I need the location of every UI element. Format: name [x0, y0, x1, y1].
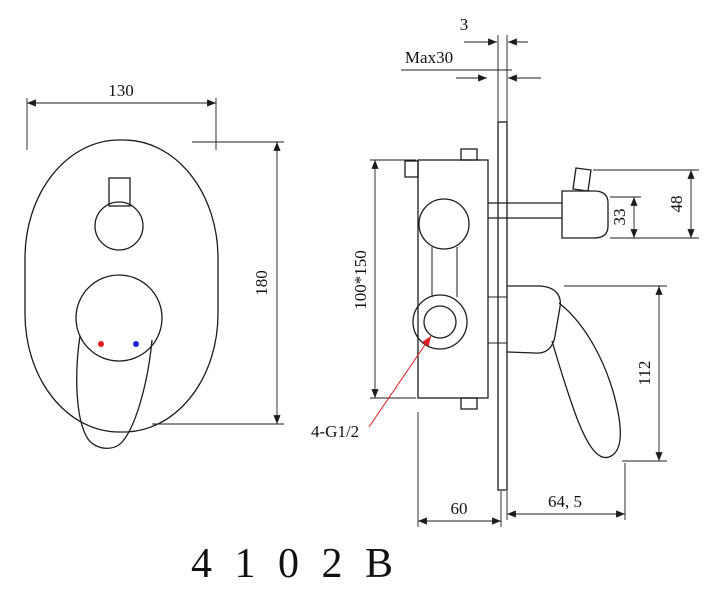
diverter-knob	[108, 177, 131, 207]
upper-port-circle	[418, 198, 470, 250]
temperature-knob	[561, 190, 609, 239]
dim-label-64-5: 64, 5	[548, 492, 582, 511]
lever-blade-side	[551, 302, 621, 459]
dim-knob-48: 48	[593, 169, 699, 238]
body-top-port	[460, 148, 478, 161]
hot-indicator-dot	[98, 341, 104, 347]
annotation-max30: Max30	[401, 48, 541, 82]
dim-label-60: 60	[451, 499, 468, 518]
lever-hub-side	[506, 285, 561, 354]
dim-label-3: 3	[460, 15, 469, 34]
cold-indicator-dot	[133, 341, 139, 347]
dim-width-130: 130	[26, 81, 217, 150]
lower-port-outer-circle	[412, 294, 468, 350]
thread-label: 4-G1/2	[311, 422, 359, 441]
dim-height-180: 180	[152, 141, 284, 425]
body-bottom-port	[460, 397, 478, 410]
dim-knob-33: 33	[610, 196, 699, 239]
handle-base-circle	[75, 274, 163, 362]
dim-plate-thickness-3: 3	[460, 15, 528, 122]
diverter-circle	[94, 201, 144, 251]
dim-label-100x150: 100*150	[351, 250, 370, 310]
front-view	[24, 139, 219, 449]
lever-handle-front	[76, 335, 153, 449]
body-side-lug	[404, 160, 419, 178]
thread-leader-line	[368, 335, 432, 428]
dim-label-130: 130	[108, 81, 134, 100]
faceplate-outline	[24, 139, 219, 433]
valve-body	[417, 159, 489, 399]
wall-plate	[497, 121, 508, 491]
knob-top-lever	[572, 167, 592, 192]
dim-label-180: 180	[252, 270, 271, 296]
dim-label-48: 48	[667, 196, 686, 213]
annotation-thread-g12: 4-G1/2	[311, 335, 432, 441]
dim-depth-60: 60	[417, 412, 502, 527]
max30-label: Max30	[405, 48, 453, 67]
lower-port-inner-circle	[423, 305, 457, 339]
dim-label-33: 33	[610, 209, 629, 226]
dim-label-112: 112	[635, 361, 654, 386]
side-view	[404, 121, 621, 491]
dim-rough-in-100x150: 100*150	[351, 159, 416, 399]
model-number: 4 1 0 2 B	[191, 541, 399, 587]
dim-lever-112: 112	[564, 285, 667, 462]
dim-depth-64-5: 64, 5	[506, 463, 626, 520]
